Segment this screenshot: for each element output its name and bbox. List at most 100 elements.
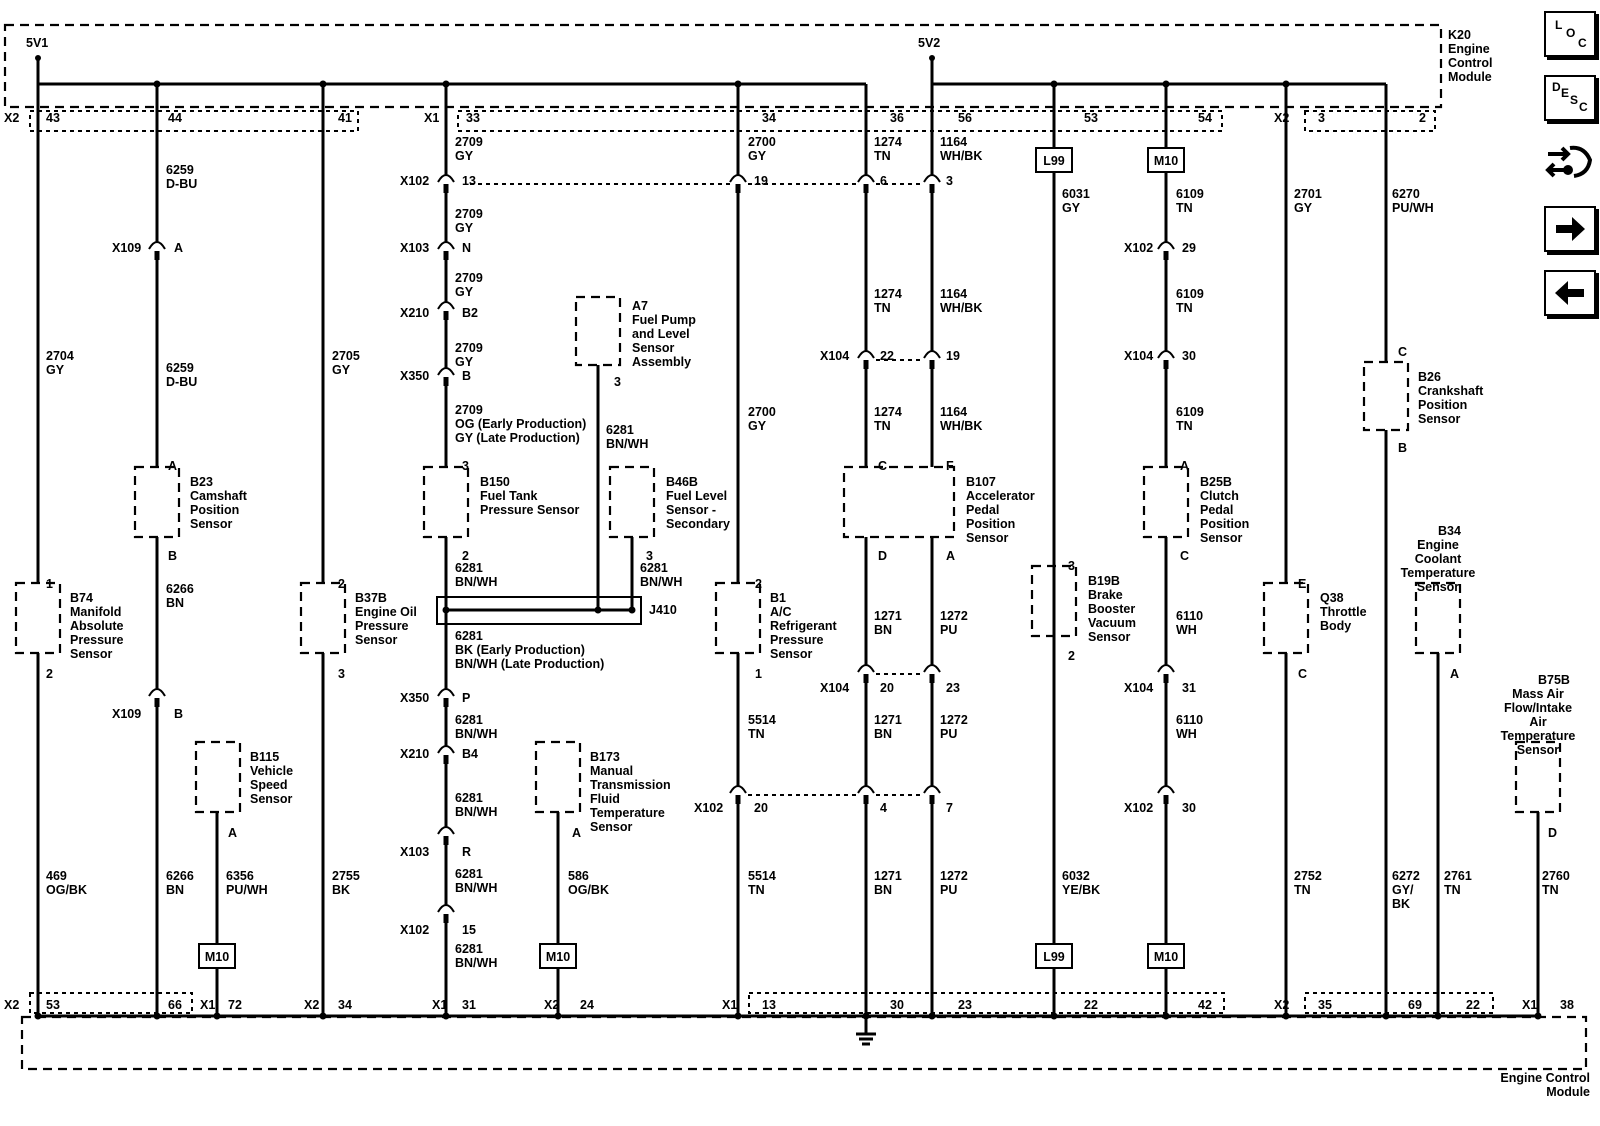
top-connector-name: X1 — [424, 111, 439, 125]
bottom-connector-name: X2 — [1274, 998, 1289, 1012]
component-name: Sensor — [770, 647, 813, 661]
prev-page-button[interactable] — [1544, 270, 1596, 316]
wire-color: PU — [940, 883, 957, 897]
pin-label: 33 — [466, 111, 480, 125]
component-name: Absolute — [70, 619, 124, 633]
wire-color: GY/ — [1392, 883, 1414, 897]
component-name: Manual — [590, 764, 633, 778]
wire-color: BN — [874, 623, 892, 637]
next-page-button[interactable] — [1544, 206, 1596, 252]
bottom-connector-name: X1 — [200, 998, 215, 1012]
pin-label: 66 — [168, 998, 182, 1012]
component-name: Pressure — [355, 619, 409, 633]
bottom-connector-band-x2 — [29, 992, 193, 1014]
wire-color: TN — [1542, 883, 1559, 897]
inline-connector-pin: B — [174, 707, 183, 721]
component-pin: B — [168, 549, 177, 563]
wire-color: GY — [1062, 201, 1081, 215]
wire-color: BN/WH (Late Production) — [455, 657, 604, 671]
connector-view-button[interactable] — [1544, 140, 1596, 186]
component-name: Mass Air — [1512, 687, 1564, 701]
svg-text:C: C — [1579, 100, 1588, 114]
inline-connector-male — [929, 360, 935, 369]
component-id: B46B — [666, 475, 698, 489]
inline-connector-id: X350 — [400, 691, 429, 705]
inline-connector-pin: 22 — [880, 349, 894, 363]
inline-connector-pin: 29 — [1182, 241, 1196, 255]
inline-connector-male — [443, 377, 449, 386]
pin-label: 30 — [890, 998, 904, 1012]
component-pin: 2 — [338, 577, 345, 591]
pin-label: 31 — [462, 998, 476, 1012]
wire-circuit: 6270 — [1392, 187, 1420, 201]
inline-connector-male — [443, 311, 449, 320]
pin-label: 23 — [958, 998, 972, 1012]
wire-circuit: 2700 — [748, 405, 776, 419]
bottom-connector-band-x2b — [1304, 992, 1494, 1014]
option-m10-b173 — [539, 943, 577, 969]
component-name: Speed — [250, 778, 288, 792]
component-name: Refrigerant — [770, 619, 838, 633]
wire-color: TN — [1444, 883, 1461, 897]
component-name: Engine Oil — [355, 605, 417, 619]
component-name: Sensor — [1200, 531, 1243, 545]
pin-label: 69 — [1408, 998, 1422, 1012]
splice-j410 — [436, 596, 642, 625]
wire-circuit: 2705 — [332, 349, 360, 363]
component-id: B34 — [1438, 524, 1461, 538]
inline-connector-pin: 3 — [946, 174, 953, 188]
inline-connector-male — [1163, 360, 1169, 369]
wire-circuit: 6259 — [166, 163, 194, 177]
component-name: Sensor — [1088, 630, 1131, 644]
wire-circuit: 6281 — [455, 942, 483, 956]
inline-connector-id: X103 — [400, 845, 429, 859]
inline-connector-female — [437, 367, 455, 376]
component-name: Temperature — [1401, 566, 1476, 580]
pin-label: 41 — [338, 111, 352, 125]
inline-connector-pin: 4 — [880, 801, 887, 815]
pin-label: 22 — [1084, 998, 1098, 1012]
inline-connector-pin: P — [462, 691, 470, 705]
module-name: Module — [1448, 70, 1492, 84]
inline-connector-female — [437, 745, 455, 754]
wire-color: WH — [1176, 623, 1197, 637]
component-id: B173 — [590, 750, 620, 764]
component-id: B23 — [190, 475, 213, 489]
top-connector-name: X2 — [1274, 111, 1289, 125]
connector-icon — [1545, 145, 1593, 178]
b23-box — [133, 465, 181, 539]
component-pin: 3 — [614, 375, 621, 389]
bottom-connector-name: X2 — [304, 998, 319, 1012]
wire-circuit: 1272 — [940, 869, 968, 883]
pin-label: 35 — [1318, 998, 1332, 1012]
component-pin: C — [1298, 667, 1307, 681]
wire-circuit: 1274 — [874, 135, 902, 149]
wire-color: BN/WH — [455, 881, 497, 895]
b150-box — [422, 465, 470, 539]
component-name: Pressure — [770, 633, 824, 647]
component-pin: A — [946, 549, 955, 563]
module-top-boundary — [3, 23, 1443, 109]
pin-label: 44 — [168, 111, 182, 125]
wire-color: BN/WH — [455, 805, 497, 819]
inline-connector-male — [1163, 795, 1169, 804]
option-l99-bottom — [1035, 943, 1073, 969]
bottom-connector-name: X2 — [4, 998, 19, 1012]
component-id: B74 — [70, 591, 93, 605]
wire-color: TN — [1176, 201, 1193, 215]
component-pin: 2 — [1068, 649, 1075, 663]
component-name: Pressure Sensor — [480, 503, 579, 517]
inline-connector-id: X102 — [400, 923, 429, 937]
wire-circuit: 586 — [568, 869, 589, 883]
wire-color: TN — [748, 727, 765, 741]
wire-color: PU/WH — [1392, 201, 1434, 215]
loc-button[interactable]: L O C — [1544, 11, 1596, 57]
wire-circuit: 2761 — [1444, 869, 1472, 883]
svg-text:S: S — [1570, 93, 1578, 107]
pin-label: 34 — [762, 111, 776, 125]
wire-circuit: 1274 — [874, 287, 902, 301]
desc-button[interactable]: D E S C — [1544, 75, 1596, 121]
pin-label: 22 — [1466, 998, 1480, 1012]
component-name: Position — [1418, 398, 1467, 412]
wire-circuit: 1271 — [874, 713, 902, 727]
